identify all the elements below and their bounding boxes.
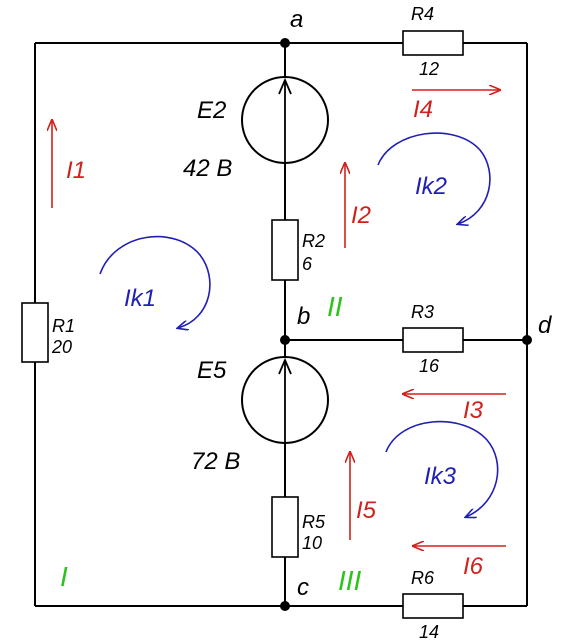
r4-name: R4 (411, 4, 434, 24)
mesh-i-label: I (60, 561, 68, 592)
r2-name: R2 (302, 231, 325, 251)
i5-label: I5 (356, 497, 377, 524)
node-b-label: b (297, 303, 310, 330)
r4-value: 12 (419, 59, 439, 79)
r2-value: 6 (302, 254, 313, 274)
node-d-label: d (538, 312, 552, 339)
r6-name: R6 (411, 568, 435, 588)
node-a-label: a (290, 6, 303, 33)
ik3-label: Ik3 (424, 463, 457, 490)
node-c-label: c (297, 574, 309, 601)
node-a-dot (280, 38, 290, 48)
resistor-r4 (402, 30, 464, 56)
r5-value: 10 (302, 533, 322, 553)
resistor-r5 (271, 496, 299, 558)
source-e2 (241, 76, 329, 164)
r1-value: 20 (51, 337, 72, 357)
i6-label: I6 (463, 553, 484, 580)
r1-name: R1 (52, 316, 75, 336)
ik1-label: Ik1 (124, 285, 156, 312)
e2-value: 42 B (183, 155, 232, 182)
e5-value: 72 B (191, 448, 240, 475)
ik3-arc (385, 420, 499, 517)
node-b-dot (280, 335, 290, 345)
i3-label: I3 (463, 397, 484, 424)
i2-label: I2 (351, 202, 371, 229)
ik2-arc (377, 132, 491, 224)
r6-value: 14 (419, 622, 439, 642)
r3-value: 16 (419, 356, 440, 376)
resistor-r2 (271, 219, 299, 281)
resistor-r3 (402, 327, 464, 353)
mesh-ii-label: II (327, 291, 343, 322)
wires (34, 42, 528, 607)
i4-label: I4 (413, 96, 433, 123)
i1-label: I1 (66, 157, 86, 184)
e5-name: E5 (197, 357, 227, 384)
source-e5 (241, 356, 329, 444)
node-d-dot (522, 335, 532, 345)
resistor-r6 (402, 593, 464, 619)
ik2-label: Ik2 (415, 173, 447, 200)
mesh-iii-label: III (338, 565, 362, 596)
e2-name: E2 (197, 97, 226, 124)
ik1-arc (99, 235, 211, 328)
node-c-dot (280, 601, 290, 611)
r5-name: R5 (302, 512, 326, 532)
resistor-r1 (21, 302, 49, 363)
r3-name: R3 (411, 302, 434, 322)
